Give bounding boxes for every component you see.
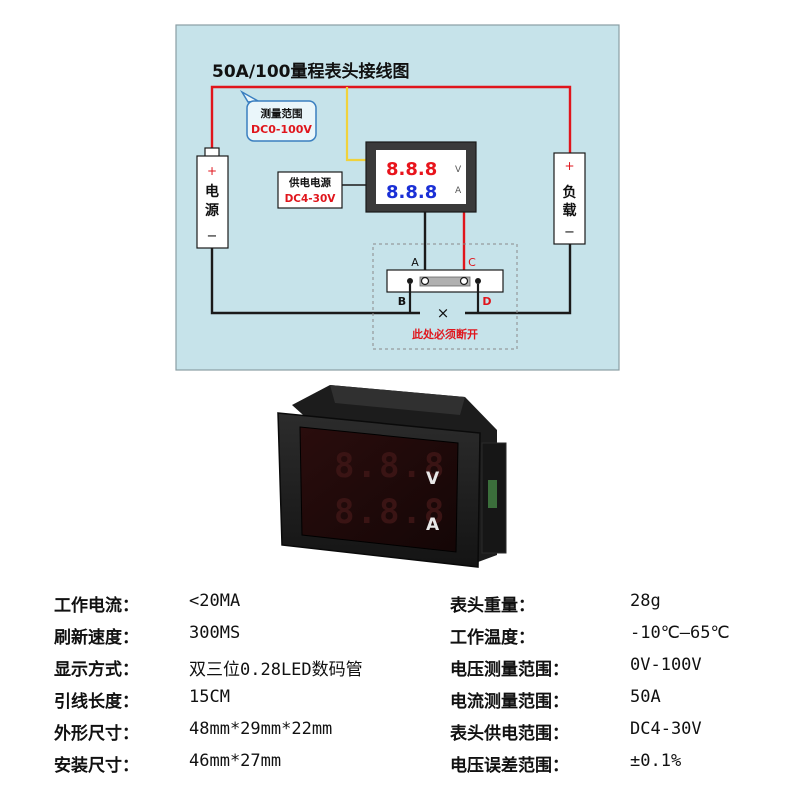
shunt-dashed-box [372,243,518,350]
spec-right-value: 28g [630,591,661,611]
spec-right-key: 表头重量： [450,596,535,616]
cut-gap [421,309,464,317]
load-plus: + [564,159,574,173]
spec-left-key: 显示方式： [54,660,139,680]
black-wire-bottom-left [210,248,420,315]
cut-note: 此处必须断开 [412,327,478,341]
measure-range-callout: 测量范围 DC0-100V [239,89,317,142]
meter-bottom-unit: A [455,186,462,196]
spec-row: 工作电流： <20MA 表头重量： 28g [0,591,800,623]
power-source-minus: − [207,229,218,244]
power-source-plus: + [207,164,217,178]
measure-range-label: 测量范围 [261,107,303,120]
meter-top-unit: V [455,165,462,175]
measure-range-value: DC0-100V [251,123,312,136]
spec-left-key: 外形尺寸： [54,724,139,744]
spec-left-value: 300MS [189,623,241,643]
load-name-bottom: 载 [563,202,577,219]
product-unit-v: V [426,469,440,489]
cut-mark: × [437,304,450,322]
meter-bottom-digits: 8.8.8 [386,182,437,203]
power-supply-value: DC4-30V [285,193,337,205]
spec-right-value: 0V-100V [630,655,702,675]
red-wire-top [210,85,572,156]
shunt: A C B D [386,256,504,313]
spec-right-key: 表头供电范围： [450,724,569,744]
spec-row: 引线长度： 15CM 电流测量范围： 50A [0,687,800,719]
load-name-top: 负 [563,184,577,201]
spec-left-value: <20MA [189,591,241,611]
product-digits-top: 8.8.8 [334,446,446,486]
spec-left-value: 15CM [189,687,230,707]
spec-row: 显示方式： 双三位0.28LED数码管 电压测量范围： 0V-100V [0,655,800,687]
terminal-d [475,278,481,284]
spec-right-value: -10℃—65℃ [630,623,730,643]
spec-right-key: 电流测量范围： [450,692,569,712]
load-minus: − [564,225,575,240]
shunt-label-b: B [398,295,406,308]
shunt-label-d: D [482,295,491,308]
spec-left-key: 安装尺寸： [54,756,139,776]
meter-top-digits: 8.8.8 [386,159,437,180]
power-source-name-bottom: 源 [205,202,219,219]
spec-table: 工作电流： <20MA 表头重量： 28g 刷新速度： 300MS 工作温度： -10℃—65… [0,585,800,795]
diagram-title: 50A/100量程表头接线图 [212,61,410,82]
spec-left-key: 工作电流： [54,596,139,616]
terminal-c [459,276,469,286]
power-source-name-top: 电 [205,183,219,200]
spec-right-key: 工作温度： [450,628,535,648]
spec-right-value: ±0.1% [630,751,682,771]
meter-screen [299,426,459,553]
terminal-b [407,278,413,284]
meter-diagram: 8.8.8 V 8.8.8 A [365,141,477,213]
spec-right-key: 电压测量范围： [450,660,569,680]
spec-right-value: DC4-30V [630,719,702,739]
shunt-label-a: A [411,256,419,269]
power-supply-box: 供电电源 DC4-30V [277,171,368,209]
power-source-battery: + 电 源 − [196,147,229,249]
wiring-diagram: 50A/100量程表头接线图 测量范围 DC0-100V 供电电源 DC4-30… [175,24,620,371]
spec-left-key: 刷新速度： [54,628,139,648]
spec-row: 安装尺寸： 46mm*27mm 电压误差范围： ±0.1% [0,751,800,783]
product-photo: 8.8.8 8.8.8 V A [277,385,507,568]
spec-row: 刷新速度： 300MS 工作温度： -10℃—65℃ [0,623,800,655]
spec-left-key: 引线长度： [54,692,139,712]
spec-left-value: 46mm*27mm [189,751,282,771]
spec-right-key: 电压误差范围： [450,756,569,776]
yellow-wire [345,87,374,162]
spec-left-value: 双三位0.28LED数码管 [189,660,363,680]
product-digits-bottom: 8.8.8 [334,492,446,532]
black-wire-bottom-right [465,244,572,315]
power-supply-label: 供电电源 [288,176,331,189]
terminal-a [420,276,430,286]
product-unit-a: A [426,515,440,535]
spec-right-value: 50A [630,687,661,707]
spec-row: 外形尺寸： 48mm*29mm*22mm 表头供电范围： DC4-30V [0,719,800,751]
load-box: + 负 载 − [553,152,586,245]
shunt-label-c: C [468,256,476,269]
spec-left-value: 48mm*29mm*22mm [189,719,333,739]
